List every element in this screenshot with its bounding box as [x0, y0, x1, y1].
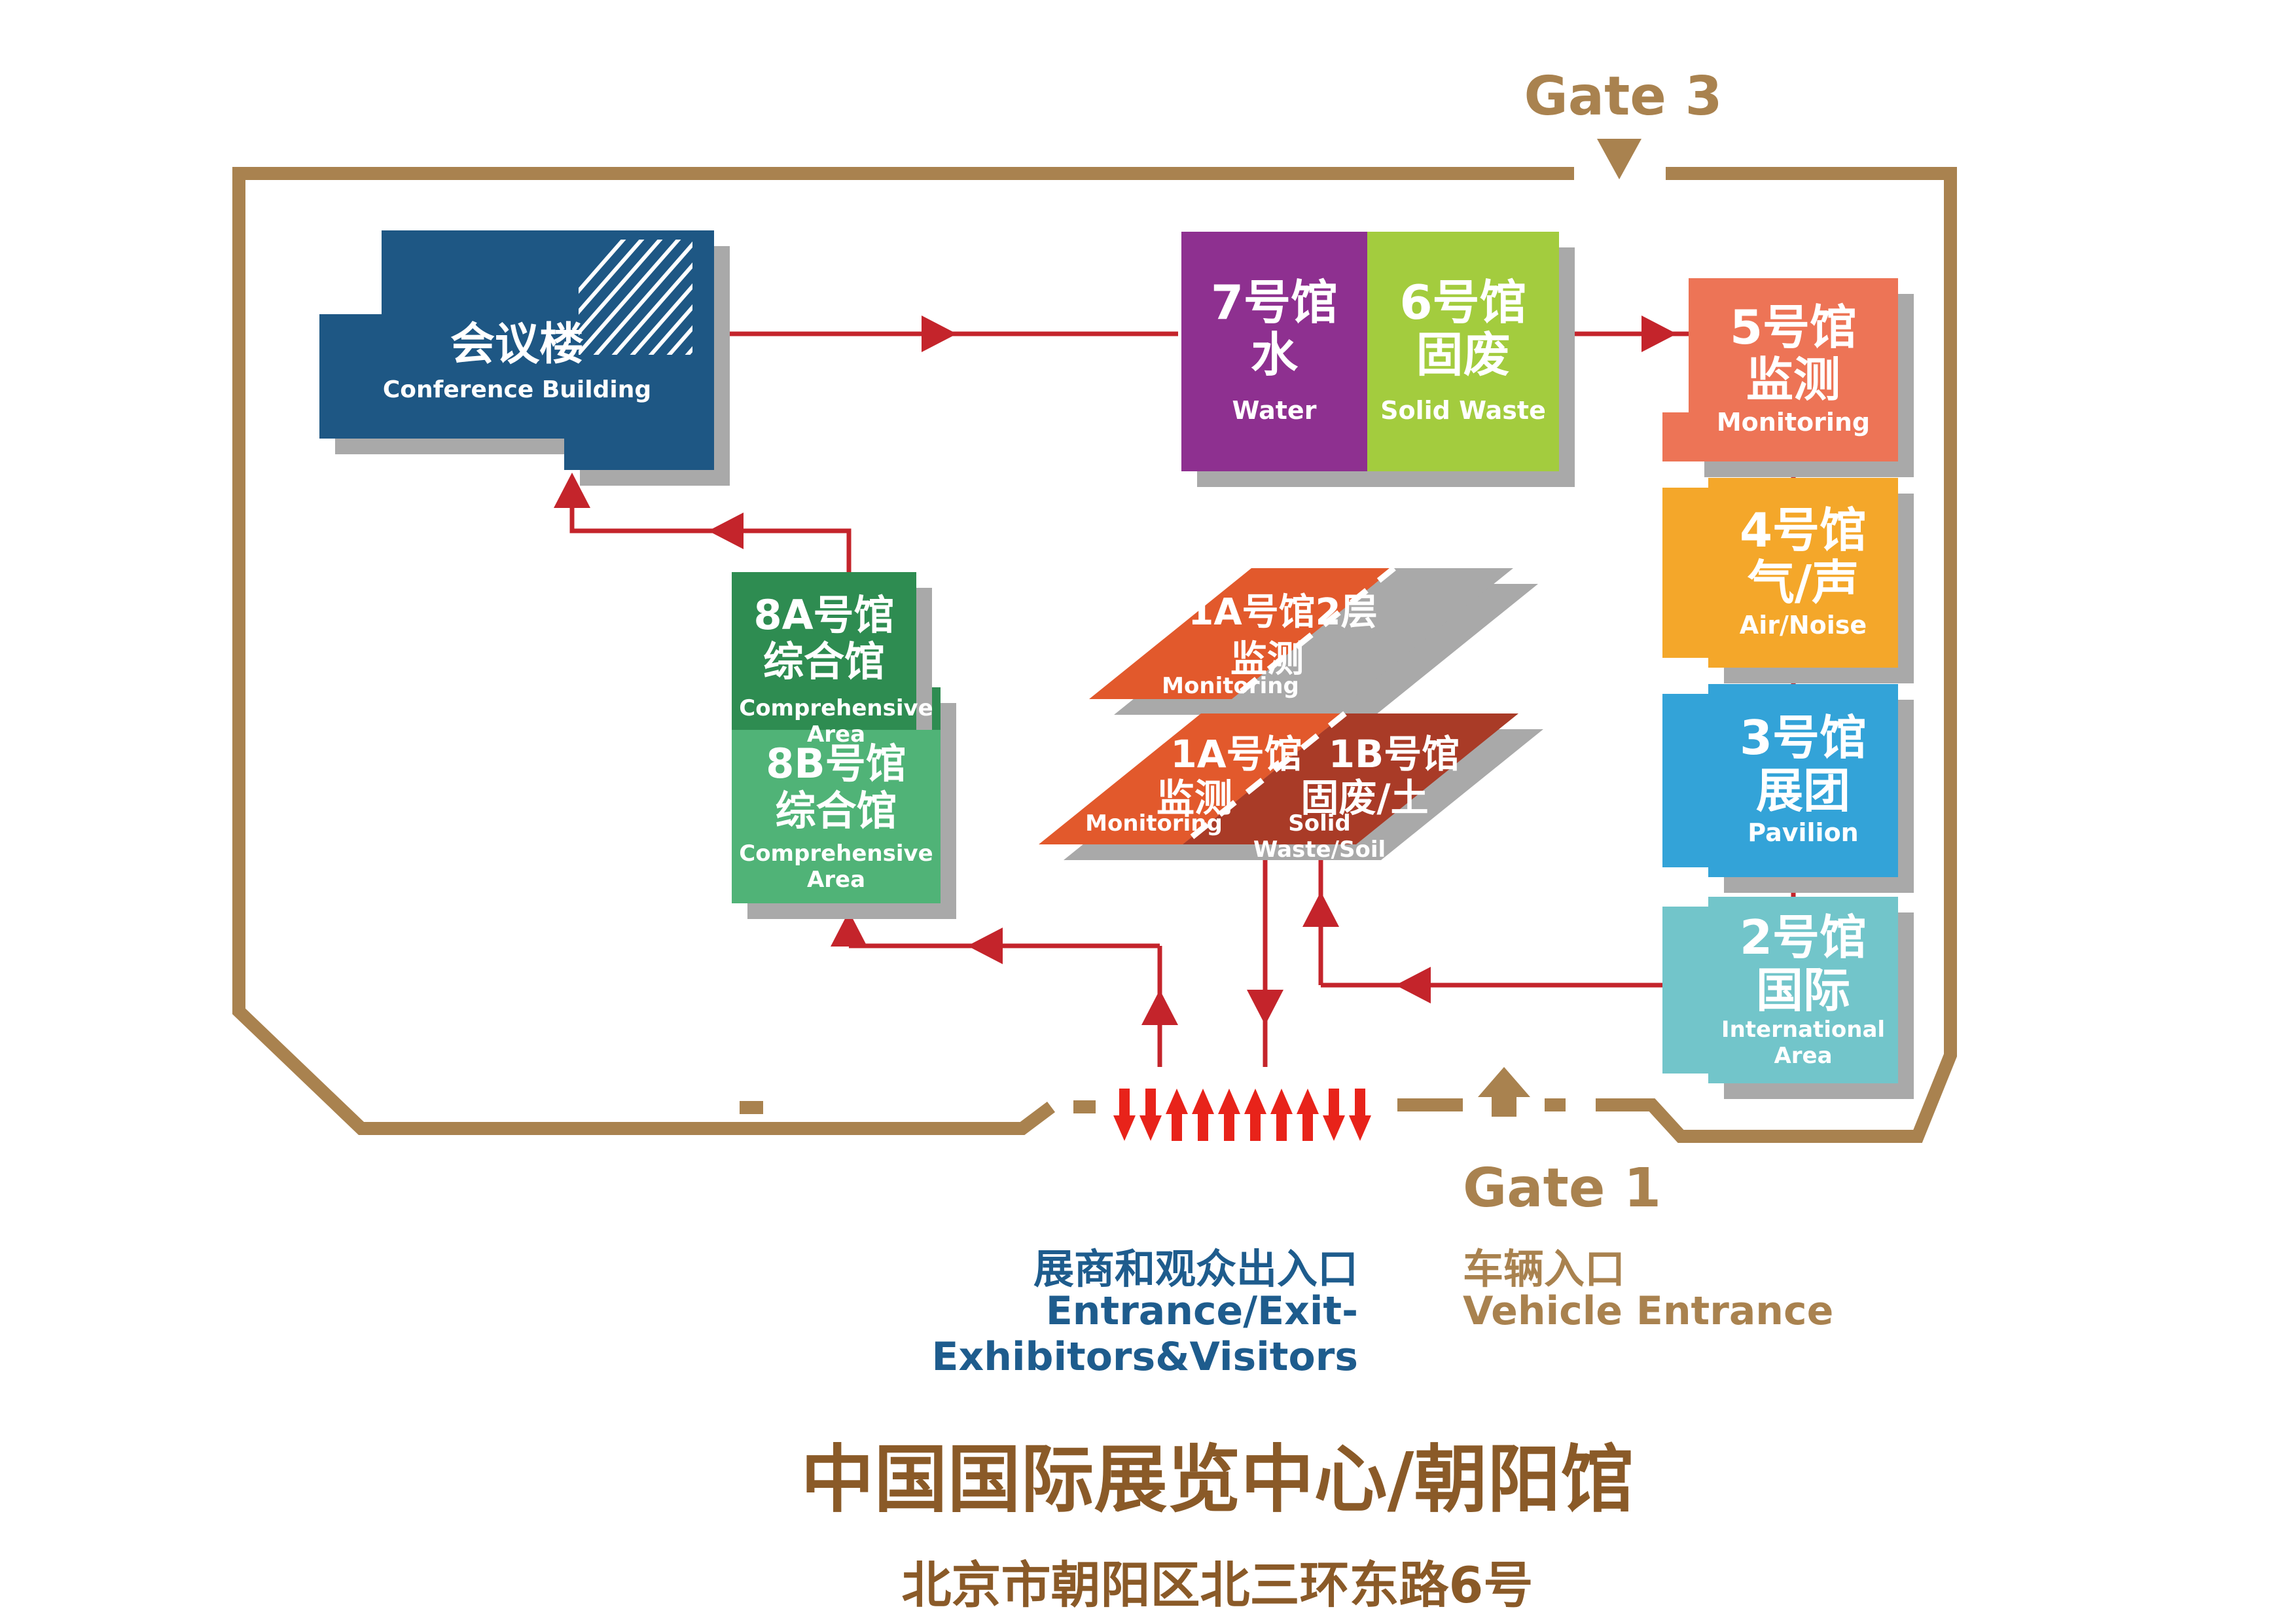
hall-3-wing [1662, 694, 1715, 867]
wall-dash [740, 1101, 763, 1114]
hall-8b-zh2: 综合馆 [775, 786, 897, 835]
hall-conference-label: 会议楼 Conference Building [327, 308, 707, 403]
hall-1a-en: Monitoring [1085, 810, 1223, 837]
hall-5-zh1: 5号馆 [1729, 299, 1857, 355]
hall-6-en: Solid Waste [1380, 395, 1546, 425]
hall-8a-en: Comprehensive Area [739, 695, 933, 748]
wall-dash [1545, 1098, 1566, 1111]
hall-7-en: Water [1232, 395, 1317, 425]
gate1-arrow-icon [1478, 1067, 1530, 1117]
hall-1a2f-en: Monitoring [1162, 673, 1299, 699]
entrance-arrow-up [1218, 1089, 1240, 1141]
vehicle-entrance-en: Vehicle Entrance [1463, 1288, 1834, 1334]
route-arrowheads [554, 316, 1677, 1025]
conference-building-shape [319, 230, 730, 486]
visitor-entrance-zh: 展商和观众出入口 [1033, 1245, 1358, 1293]
hall-2-wing [1662, 907, 1715, 1074]
hall-4: 4号馆 气/声 Air/Noise [1708, 478, 1898, 668]
hall-conference-zh: 会议楼 [450, 319, 584, 370]
vehicle-entrance-zh: 车辆入口 [1463, 1245, 1626, 1293]
entrance-flow-arrows [1113, 1089, 1371, 1141]
hall-1a-zh2: 监测 [1156, 776, 1232, 820]
map-title: 中国国际展览中心/朝阳馆 [800, 1437, 1634, 1523]
hall-2-en: International Area [1721, 1017, 1886, 1070]
entrance-arrow-up [1297, 1089, 1319, 1141]
hall-6-zh2: 固废 [1416, 327, 1511, 383]
entrance-arrow-up [1270, 1089, 1293, 1141]
map-subtitle: 北京市朝阳区北三环东路6号 [901, 1556, 1534, 1614]
entrance-arrow-up [1192, 1089, 1214, 1141]
hall-8b-en: Comprehensive Area [739, 840, 933, 893]
hall-7-zh2: 水 [1250, 327, 1298, 383]
hall-4-wing [1662, 488, 1715, 658]
hall-8a-zh2: 综合馆 [762, 638, 885, 686]
hall-1a-2f-shape [1089, 566, 1538, 715]
hall-2-zh2: 国际 [1755, 962, 1850, 1018]
hall-8a: 8A号馆 综合馆 [732, 572, 916, 740]
entrance-arrow-down [1113, 1089, 1136, 1141]
hall-1a-1b-shape [1039, 711, 1543, 860]
gate1-label: Gate 1 [1463, 1157, 1662, 1219]
entrance-arrow-up [1166, 1089, 1188, 1141]
hall-4-zh2: 气/声 [1747, 555, 1859, 611]
hall-1b-zh2: 固废/土 [1300, 776, 1429, 820]
hall-7-zh1: 7号馆 [1210, 274, 1338, 330]
hall-5-zh2: 监测 [1746, 352, 1840, 408]
hall-8a-zh1: 8A号馆 [753, 591, 895, 639]
hall-8b-zh1: 8B号馆 [766, 740, 906, 788]
entrance-arrow-up [1244, 1089, 1266, 1141]
gate3-label: Gate 3 [1524, 65, 1723, 128]
hall-3-zh2: 展团 [1755, 763, 1850, 818]
hall-6-zh1: 6号馆 [1399, 274, 1527, 330]
hall-3: 3号馆 展团 Pavilion [1708, 684, 1898, 877]
hall-3-en: Pavilion [1748, 818, 1859, 848]
hall-1a2f-zh1: 1A号馆2层 [1188, 591, 1378, 634]
hall-5-en: Monitoring [1716, 407, 1871, 437]
hall-3-zh1: 3号馆 [1739, 710, 1867, 766]
hall-1a2f-zh2: 监测 [1230, 638, 1304, 681]
hall-7: 7号馆 水 Water [1181, 232, 1367, 471]
hall-2-zh1: 2号馆 [1739, 909, 1867, 965]
entrance-arrow-down [1349, 1089, 1371, 1141]
hall-4-en: Air/Noise [1739, 610, 1867, 640]
hall-1b-en: Solid Waste/Soil [1253, 810, 1386, 863]
visitor-entrance-en: Entrance/Exit-Exhibitors&Visitors [931, 1288, 1358, 1380]
hall-6: 6号馆 固废 Solid Waste [1367, 232, 1559, 471]
hall-4-zh1: 4号馆 [1739, 502, 1867, 558]
entrance-arrow-down [1139, 1089, 1162, 1141]
hall-8b: 8B号馆 综合馆 Comprehensive Area [732, 730, 941, 903]
boundary-wall [232, 167, 1957, 1143]
hall-2: 2号馆 国际 International Area [1708, 897, 1898, 1083]
hall-5: 5号馆 监测 Monitoring [1689, 278, 1898, 461]
hall-conference-en: Conference Building [382, 376, 652, 403]
hall-1a-zh1: 1A号馆 [1170, 732, 1302, 776]
hatch-pattern [579, 240, 692, 355]
hall-1b-zh1: 1B号馆 [1328, 732, 1460, 776]
gate3-arrow-icon [1597, 139, 1641, 179]
entrance-arrow-down [1323, 1089, 1345, 1141]
